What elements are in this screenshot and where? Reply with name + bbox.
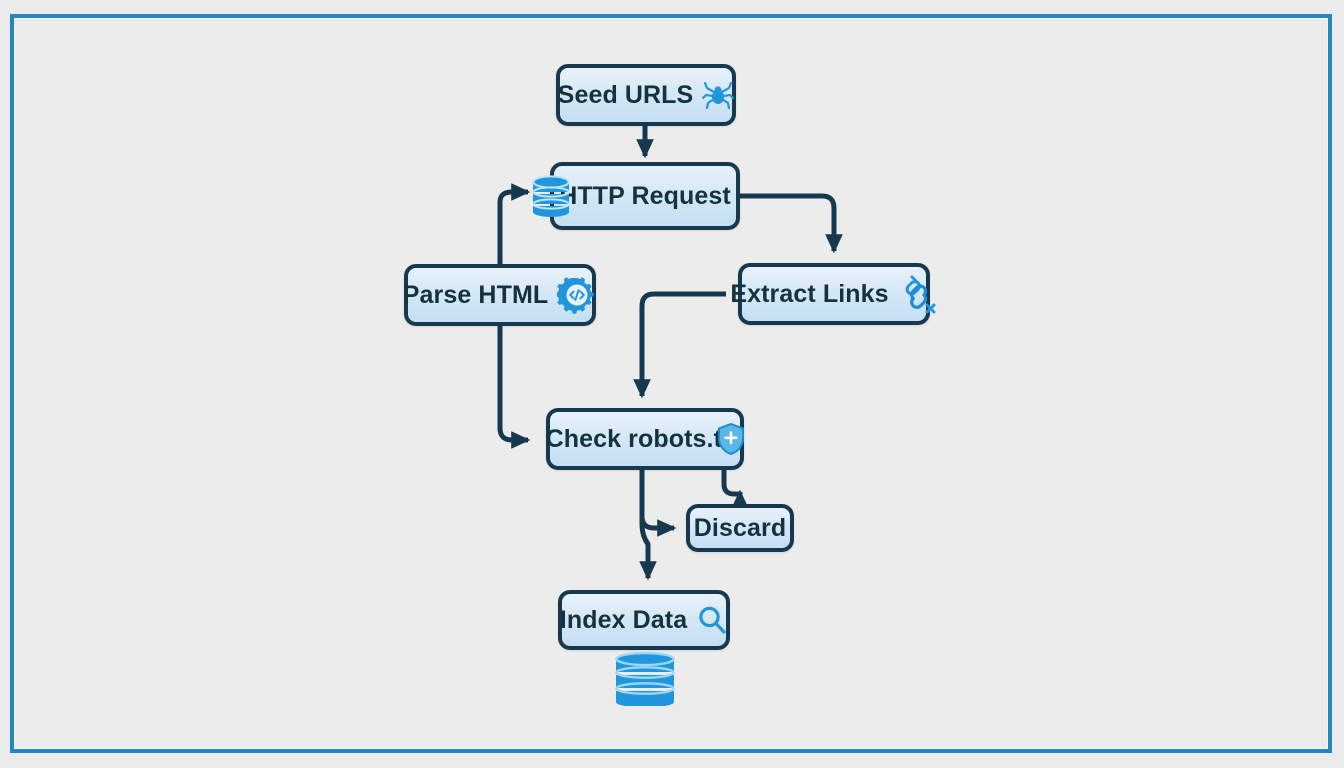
broken-link-icon bbox=[898, 273, 938, 315]
magnifier-icon bbox=[696, 604, 728, 636]
node-extract-links[interactable]: Extract Links bbox=[730, 263, 936, 325]
shield-icon bbox=[716, 422, 746, 456]
database-icon bbox=[530, 173, 572, 219]
node-label: Index Data bbox=[559, 605, 688, 634]
node-http-request[interactable]: HTTP Request bbox=[532, 162, 740, 230]
node-label: Check robots.ttx bbox=[545, 424, 745, 453]
node-index-data[interactable]: Index Data bbox=[558, 590, 730, 650]
node-label: Seed URLS bbox=[557, 80, 694, 109]
node-label: Discard bbox=[693, 513, 787, 542]
spider-icon bbox=[702, 79, 735, 111]
node-label: HTTP Request bbox=[559, 181, 731, 210]
node-check-robots[interactable]: Check robots.ttx bbox=[546, 408, 744, 470]
gear-code-icon bbox=[557, 275, 597, 315]
node-discard[interactable]: Discard bbox=[686, 504, 794, 552]
node-parse-html[interactable]: Parse HTML bbox=[402, 264, 597, 326]
database-cylinder-icon bbox=[615, 652, 675, 706]
node-seed-urls[interactable]: Seed URLS bbox=[556, 64, 736, 126]
node-label: Parse HTML bbox=[402, 280, 549, 309]
node-label: Extract Links bbox=[730, 279, 889, 308]
